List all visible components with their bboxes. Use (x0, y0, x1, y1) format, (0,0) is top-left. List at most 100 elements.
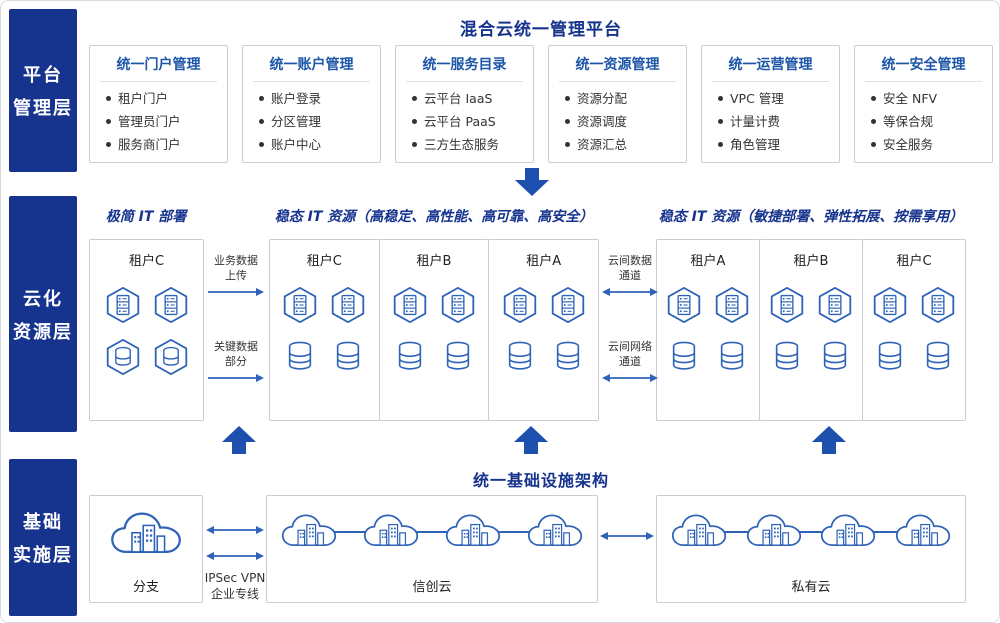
double-arrow-icon (600, 532, 654, 540)
divider (100, 81, 217, 82)
server-hexagon-icon (503, 286, 536, 324)
bullet-dot (259, 96, 264, 101)
stable-tenant-group: 租户C 租户B 租户A (269, 239, 600, 421)
layer-label-infra: 基础 实施层 (9, 459, 77, 616)
database-icon (823, 341, 847, 370)
header-agile-it: 稳态 IT 资源（敏捷部署、弹性拓展、按需享用） (658, 209, 964, 225)
layer-label-line: 基础 (23, 512, 63, 533)
module-card-resource: 统一资源管理 资源分配 资源调度 资源汇总 (548, 45, 687, 163)
bullet-dot (871, 142, 876, 147)
flow-label-line: 上传 (225, 269, 247, 282)
bullet-dot (871, 119, 876, 124)
tenant-box: 租户B (759, 239, 863, 421)
module-item: 角色管理 (718, 133, 833, 156)
cloud-node-icon (895, 514, 951, 546)
module-item-label: 安全服务 (883, 137, 934, 152)
module-item-label: 资源汇总 (577, 137, 628, 152)
server-hexagon-icon (393, 286, 427, 324)
server-hexagon-icon (921, 286, 955, 324)
flow-intercloud-network-channel: 云间网络 通道 (597, 339, 663, 383)
cloud-cluster (267, 512, 597, 552)
server-hexagon-icon (770, 286, 804, 324)
module-item-label: 账户登录 (271, 91, 322, 106)
database-icon (720, 341, 744, 370)
layer-label-line: 平台 (23, 65, 63, 86)
flow-label-line: 业务数据 (214, 254, 258, 267)
flow-up-arrow (812, 426, 846, 454)
flow-label: 云间数据 通道 (608, 253, 652, 283)
module-item: 租户门户 (106, 87, 221, 110)
module-item-label: 分区管理 (271, 114, 322, 129)
cloud-cluster (657, 512, 965, 552)
private-cloud-box: 私有云 (656, 495, 966, 603)
double-arrow-icon (602, 288, 658, 296)
bullet-dot (106, 119, 111, 124)
cloud-node-icon (671, 514, 727, 546)
module-title: 统一资源管理 (575, 57, 660, 73)
vpn-label-line: IPSec VPN (204, 571, 266, 585)
vpn-connection: IPSec VPN 企业专线 (203, 525, 267, 602)
module-item-label: 资源分配 (577, 91, 628, 106)
database-icon (672, 341, 696, 370)
bullet-dot (106, 96, 111, 101)
module-item: VPC 管理 (718, 87, 833, 110)
module-title: 统一门户管理 (116, 57, 201, 73)
cluster-link-line (305, 531, 559, 533)
bullet-dot (259, 142, 264, 147)
tenant-box-left: 租户C (89, 239, 204, 421)
layer-label-line: 管理层 (13, 98, 73, 119)
bullet-dot (871, 96, 876, 101)
server-hexagon-icon (332, 286, 365, 324)
module-card-account: 统一账户管理 账户登录 分区管理 账户中心 (242, 45, 381, 163)
tenant-label: 租户B (416, 254, 452, 269)
cloud-node-icon (527, 514, 583, 546)
module-item-label: 资源调度 (577, 114, 628, 129)
module-item-label: 租户门户 (118, 91, 169, 106)
module-row: 统一门户管理 租户门户 管理员门户 服务商门户 统一账户管理 账户登录 分区管理… (89, 45, 993, 163)
module-item: 三方生态服务 (412, 133, 527, 156)
bullet-dot (565, 119, 570, 124)
tenant-box: 租户A (656, 239, 760, 421)
server-hexagon-icon (667, 286, 701, 324)
layer-label-line: 云化 (23, 288, 63, 310)
module-item: 安全 NFV (871, 87, 986, 110)
tenant-label: 租户C (128, 254, 165, 269)
flow-label: 云间网络 通道 (608, 339, 652, 369)
bullet-dot (259, 119, 264, 124)
server-hexagon-icon (818, 286, 852, 324)
platform-title: 混合云统一管理平台 (460, 20, 622, 40)
cluster-link-line (695, 531, 927, 533)
module-item-label: 等保合规 (883, 114, 934, 129)
header-simple-it: 极简 IT 部署 (105, 209, 187, 225)
database-icon (446, 341, 470, 370)
flow-label-line: 通道 (619, 355, 641, 368)
module-item: 资源分配 (565, 87, 680, 110)
flow-down-arrow (515, 168, 549, 196)
double-arrow-icon (206, 552, 264, 560)
divider (406, 81, 523, 82)
branch-label: 分支 (132, 580, 159, 595)
database-icon (878, 341, 902, 370)
database-hexagon-icon (154, 338, 187, 376)
flow-label-line: 关键数据 (214, 340, 258, 353)
flow-business-data-upload: 业务数据 上传 (203, 253, 269, 297)
tenant-box: 租户C (862, 239, 966, 421)
flow-label-line: 部分 (225, 355, 247, 368)
server-hexagon-icon (154, 286, 187, 324)
flow-up-arrow (222, 426, 256, 454)
flow-label: 关键数据 部分 (214, 339, 258, 369)
cloud-node-icon (746, 514, 801, 546)
database-icon (926, 341, 950, 370)
server-hexagon-icon (715, 286, 749, 324)
right-arrow-icon (208, 288, 264, 296)
flow-label-line: 云间数据 (608, 254, 652, 267)
layer-label-line: 实施层 (13, 545, 73, 566)
xinchuang-cloud-box: 信创云 (266, 495, 598, 603)
right-arrow-icon (208, 374, 264, 382)
module-title: 统一运营管理 (728, 57, 813, 73)
module-item: 资源汇总 (565, 133, 680, 156)
server-hexagon-icon (441, 286, 475, 324)
layer-label-line: 资源层 (13, 321, 73, 343)
divider (559, 81, 676, 82)
